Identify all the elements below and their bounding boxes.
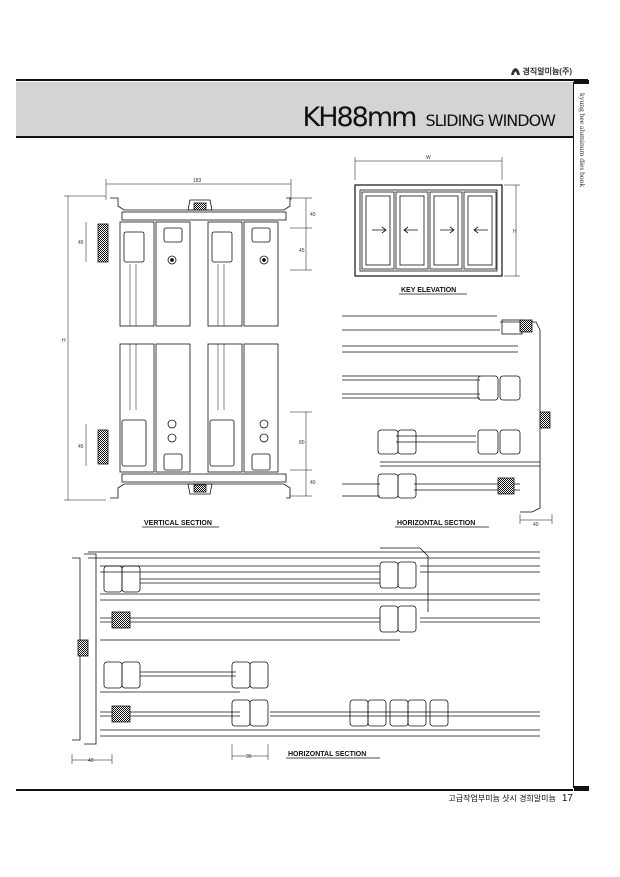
vs-dim-45-top: 45 <box>78 240 84 246</box>
side-bar-cap <box>574 80 589 84</box>
page-title: KH88mm SLIDING WINDOW <box>303 102 556 133</box>
horizontal-section-bottom-drawing <box>71 547 540 764</box>
title-model: KH88mm <box>302 102 418 133</box>
vs-dim-40-top: 40 <box>310 212 316 218</box>
title-band: KH88mm SLIDING WINDOW <box>16 82 573 138</box>
vs-dim-45-bottom: 45 <box>78 444 84 450</box>
vs-dim-height: H <box>62 338 66 344</box>
vs-dim-45-right: 45 <box>299 248 305 254</box>
vertical-section-caption: VERTICAL SECTION <box>144 520 212 527</box>
horizontal-section-bottom-caption: HORIZONTAL SECTION <box>288 751 366 758</box>
page-number: 17 <box>561 793 573 804</box>
key-elevation-caption: KEY ELEVATION <box>401 287 456 294</box>
bottom-rule <box>16 789 573 791</box>
ke-dim-width: W <box>426 155 431 161</box>
vs-dim-width: 183 <box>193 178 202 184</box>
vs-dim-80-right: 80 <box>299 440 305 446</box>
top-rule <box>16 79 588 81</box>
vertical-section-drawing <box>64 179 312 501</box>
vs-dim-40-bottom: 40 <box>310 480 316 486</box>
side-bar-cap-bottom <box>574 786 589 791</box>
brand-logo-icon <box>510 68 520 75</box>
brand-name: 경직알미늄(주) <box>522 67 573 76</box>
hs-bottom-dim-40: 40 <box>88 758 94 764</box>
horizontal-section-right-drawing <box>342 315 553 524</box>
footer-text: 고급작업부미늄 샷시 경희알미늄 <box>448 794 556 803</box>
key-elevation-drawing <box>354 157 520 277</box>
hs-bottom-dim-35: 35 <box>246 754 252 760</box>
brand-mark: 경직알미늄(주) <box>510 66 573 77</box>
horizontal-section-right-caption: HORIZONTAL SECTION <box>397 520 475 527</box>
side-bar <box>573 80 589 791</box>
page-footer: 고급작업부미늄 샷시 경희알미늄 17 <box>448 793 573 804</box>
side-vertical-text: kyung hee aluminum dies book <box>578 93 587 188</box>
ke-dim-height: H <box>513 229 517 235</box>
hs-right-dim-40: 40 <box>533 522 539 528</box>
title-subtitle: SLIDING WINDOW <box>425 111 556 130</box>
